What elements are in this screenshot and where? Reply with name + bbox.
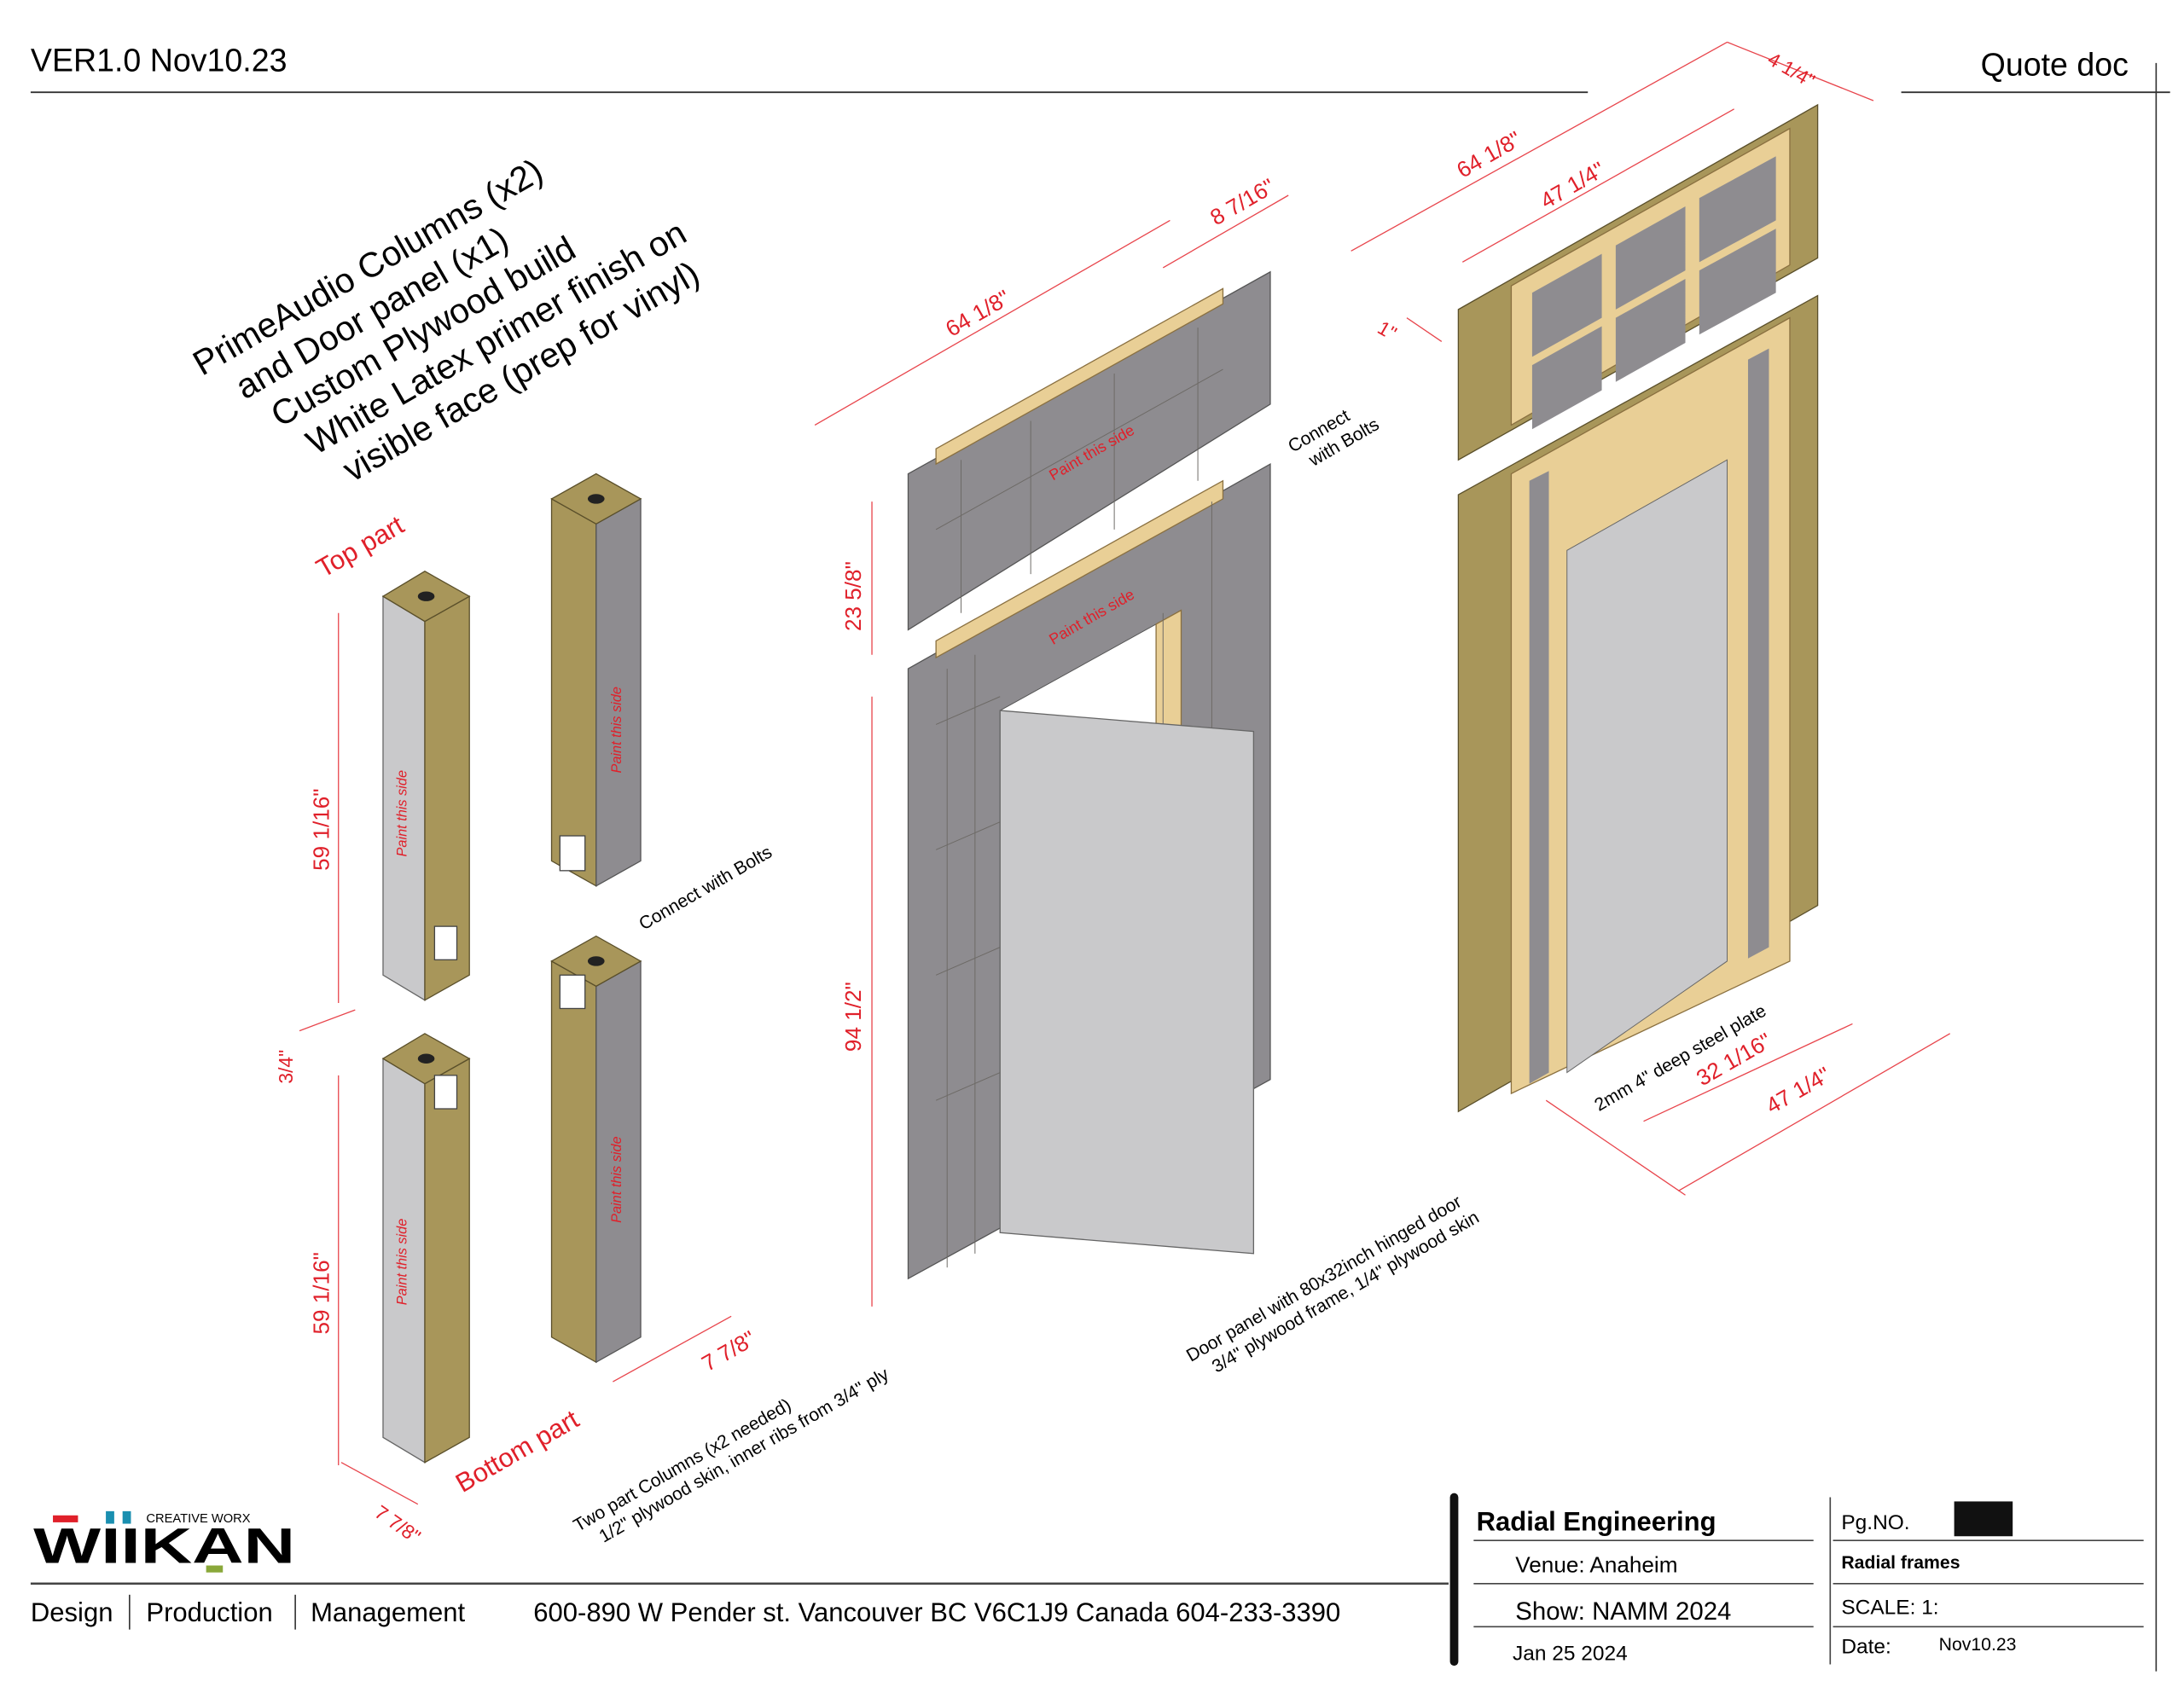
door-panel-dimensions bbox=[814, 194, 1289, 1307]
top-part-label: Top part bbox=[311, 510, 410, 584]
svg-text:Venue: Anaheim: Venue: Anaheim bbox=[1515, 1552, 1677, 1578]
connect-bolts-label: Connect with Bolts bbox=[636, 843, 775, 935]
svg-text:Date:: Date: bbox=[1841, 1635, 1891, 1658]
version-label: VER1.0 Nov10.23 bbox=[31, 43, 288, 78]
svg-text:1": 1" bbox=[1374, 316, 1401, 345]
svg-text:7 7/8": 7 7/8" bbox=[371, 1501, 425, 1548]
svg-text:Nov10.23: Nov10.23 bbox=[1939, 1635, 2017, 1655]
column-bottom-part-left bbox=[381, 1033, 471, 1464]
column-top-part-right bbox=[550, 472, 642, 887]
svg-text:59 1/16": 59 1/16" bbox=[308, 788, 334, 870]
service-management: Management bbox=[311, 1597, 465, 1627]
doc-type-label: Quote doc bbox=[1981, 47, 2129, 83]
door-panel-assembly bbox=[907, 270, 1271, 1280]
svg-text:23 5/8": 23 5/8" bbox=[840, 561, 866, 631]
paint-label: Paint this side bbox=[609, 687, 624, 774]
svg-text:Pg.NO.: Pg.NO. bbox=[1841, 1511, 1909, 1534]
column-top-part-left bbox=[381, 571, 471, 1001]
svg-text:4 1/4": 4 1/4" bbox=[1764, 48, 1819, 92]
svg-text:Two part Columns (x2 needed): Two part Columns (x2 needed) bbox=[571, 1395, 795, 1536]
svg-text:47 1/4": 47 1/4" bbox=[1536, 157, 1609, 214]
column-dimensions bbox=[299, 612, 732, 1505]
svg-text:Radial frames: Radial frames bbox=[1841, 1553, 1960, 1573]
frame-dimensions bbox=[1350, 41, 1951, 1196]
paint-label: Paint this side bbox=[395, 770, 410, 857]
svg-text:94 1/2": 94 1/2" bbox=[840, 982, 866, 1052]
door-frame-assembly bbox=[1457, 103, 1819, 1113]
client-name: Radial Engineering bbox=[1477, 1507, 1716, 1537]
svg-text:59 1/16": 59 1/16" bbox=[308, 1252, 334, 1334]
svg-text:1/2" plywood skin, inner ribs: 1/2" plywood skin, inner ribs from 3/4" … bbox=[596, 1365, 893, 1547]
svg-text:SCALE: 1:: SCALE: 1: bbox=[1841, 1597, 1938, 1620]
column-bottom-part-right bbox=[550, 935, 642, 1364]
columns-note: Two part Columns (x2 needed) 1/2" plywoo… bbox=[571, 1365, 893, 1547]
paint-label: Paint this side bbox=[609, 1136, 624, 1223]
page-number-box bbox=[1954, 1501, 2013, 1537]
service-design: Design bbox=[31, 1597, 113, 1627]
svg-text:64 1/8": 64 1/8" bbox=[941, 285, 1014, 342]
svg-text:Show: NAMM 2024: Show: NAMM 2024 bbox=[1515, 1597, 1731, 1626]
svg-text:47 1/4": 47 1/4" bbox=[1762, 1062, 1835, 1119]
wiikan-logo: CREATIVE WORX WIIKAN bbox=[33, 1510, 295, 1574]
svg-text:Jan 25 2024: Jan 25 2024 bbox=[1513, 1643, 1628, 1666]
paint-label: Paint this side bbox=[395, 1219, 410, 1306]
project-title: PrimeAudio Columns (x2) and Door panel (… bbox=[186, 151, 706, 490]
service-production: Production bbox=[146, 1597, 272, 1627]
bottom-part-label: Bottom part bbox=[450, 1404, 584, 1499]
company-address: 600-890 W Pender st. Vancouver BC V6C1J9… bbox=[533, 1597, 1340, 1627]
svg-text:CREATIVE WORX: CREATIVE WORX bbox=[146, 1512, 250, 1526]
title-block-bar bbox=[1449, 1493, 1459, 1667]
svg-text:7 7/8": 7 7/8" bbox=[697, 1325, 759, 1377]
svg-text:WIIKAN: WIIKAN bbox=[33, 1518, 295, 1574]
svg-text:3/4": 3/4" bbox=[275, 1050, 297, 1084]
connect-bolts-note: Connect with Bolts bbox=[1285, 406, 1383, 471]
